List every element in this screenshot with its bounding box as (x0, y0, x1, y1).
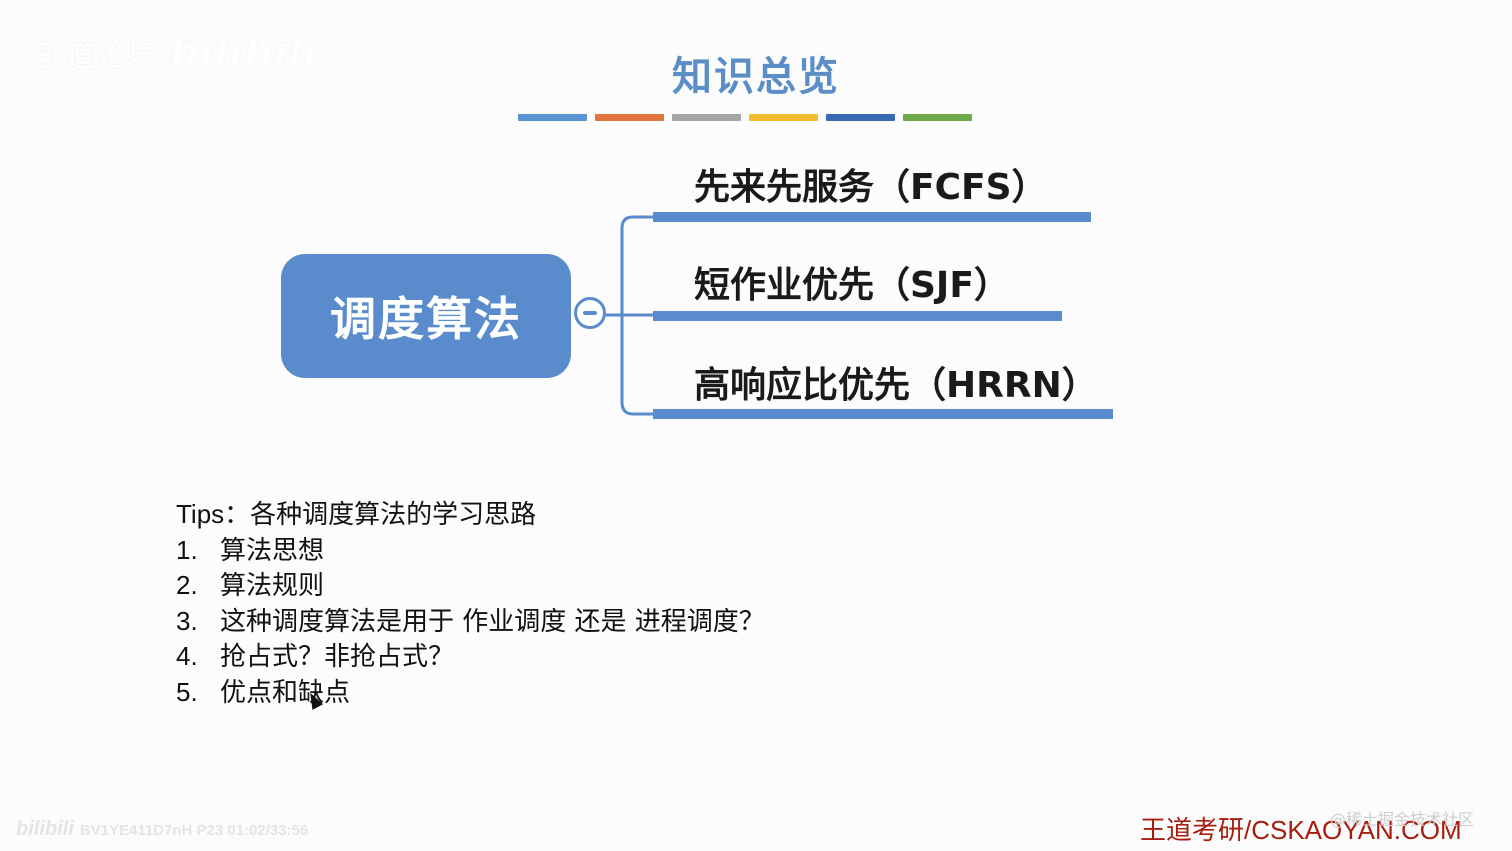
list-item: 4. 抢占式？非抢占式？ (176, 639, 765, 675)
list-item-text: 算法思想 (220, 535, 325, 566)
list-item-number: 2. (176, 570, 198, 600)
collapse-minus-icon[interactable] (574, 297, 606, 329)
title-color-bars (518, 114, 972, 121)
bilibili-logo-text: bilibili (170, 30, 318, 76)
video-info: BV1YE411D7nH P23 01:02/33:56 (79, 822, 309, 839)
branch-sjf[interactable]: 短作业优先（SJF） (694, 265, 1010, 306)
color-bar (672, 114, 741, 121)
list-item-text: 这种调度算法是用于 作业调度 还是 进程调度？ (220, 606, 765, 637)
branch-underline (653, 409, 1113, 419)
list-item: 2. 算法规则 (176, 568, 765, 604)
branch-underline (653, 212, 1091, 222)
tips-heading: 各种调度算法的学习思路 (250, 500, 537, 530)
tips-block: Tips：各种调度算法的学习思路 1. 算法思想 2. 算法规则 3. 这种调度算法是… (176, 497, 765, 710)
list-item-text: 抢占式？非抢占式？ (220, 642, 455, 672)
color-bar (518, 114, 587, 121)
list-item-text: 算法规则 (220, 571, 325, 601)
branch-hrrn[interactable]: 高响应比优先（HRRN） (694, 365, 1098, 406)
color-bar (903, 114, 972, 121)
list-item-number: 3. (176, 605, 198, 636)
list-item-text: 优点和缺点 (220, 677, 351, 708)
list-item: 3. 这种调度算法是用于 作业调度 还是 进程调度？ (176, 604, 765, 640)
list-item: 1. 算法思想 (176, 533, 765, 569)
list-item-number: 4. (176, 641, 198, 671)
bilibili-logo-text: bilibili (16, 818, 74, 840)
list-item-number: 5. (176, 676, 198, 707)
color-bar (749, 114, 818, 121)
slide-title: 知识总览 (672, 54, 840, 100)
list-item-number: 1. (176, 534, 198, 565)
watermark-channel-text: 王道论坛 (34, 39, 158, 74)
footer-credit: @稀土掘金技术社区 (1330, 810, 1475, 829)
color-bar (595, 114, 664, 121)
tips-heading-row: Tips：各种调度算法的学习思路 (176, 497, 765, 533)
color-bar (826, 114, 895, 121)
channel-watermark: 王道论坛 bilibili (34, 30, 318, 76)
video-watermark: bilibili BV1YE411D7nH P23 01:02/33:56 (16, 818, 308, 841)
branch-fcfs[interactable]: 先来先服务（FCFS） (694, 167, 1048, 208)
tips-label: Tips： (176, 499, 251, 529)
branch-underline (653, 311, 1062, 321)
footer-brand: 王道考研/CSKAOYAN.COM (1140, 815, 1462, 845)
mindmap-root-node[interactable]: 调度算法 (281, 254, 571, 378)
list-item: 5. 优点和缺点 (176, 675, 765, 711)
